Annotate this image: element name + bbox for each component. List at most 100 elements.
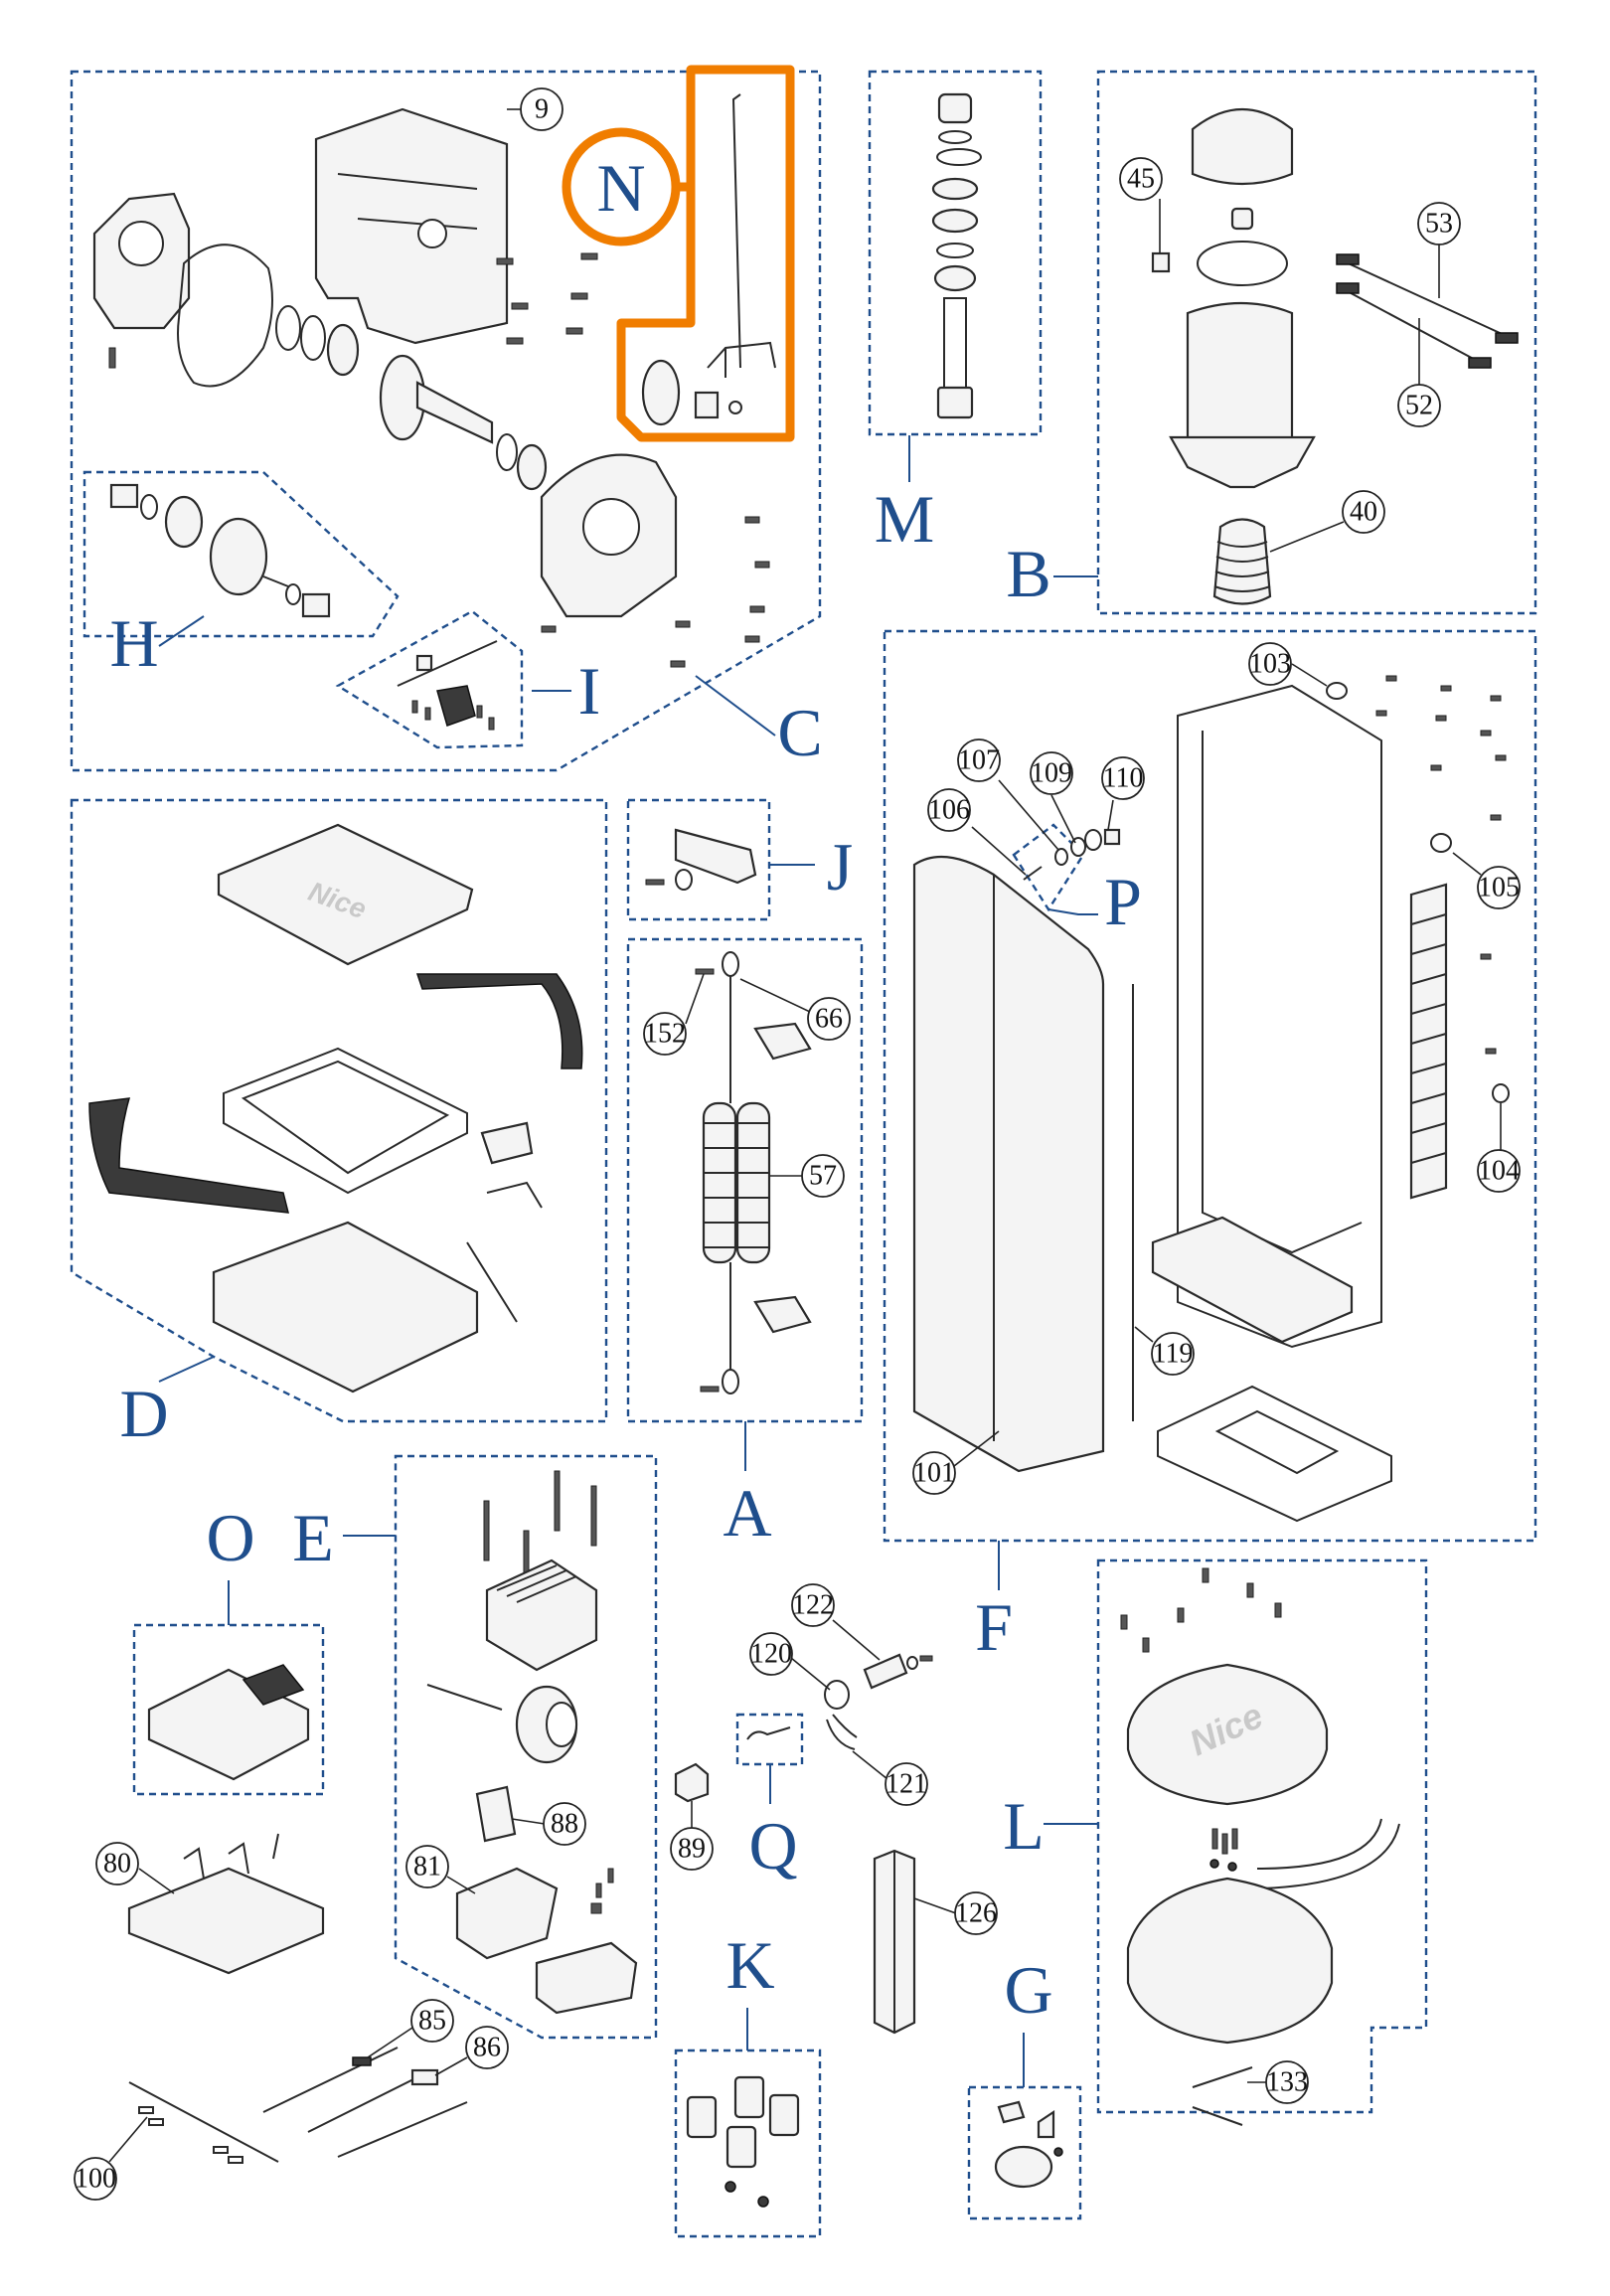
group-letter-i: I [578, 653, 601, 729]
leader-h [158, 615, 205, 647]
e-transformer-fins [496, 1564, 577, 1603]
a-bracket-top [753, 1022, 812, 1061]
grommet-105 [1430, 833, 1452, 853]
group-frame-q [735, 1713, 804, 1766]
cable-100-terminals [138, 2106, 243, 2164]
h-gear [209, 517, 268, 596]
e-box-81 [455, 1867, 559, 1960]
p-washer-110 [1084, 829, 1102, 851]
callout-105: 105 [1452, 852, 1521, 909]
shaft-ring-2 [516, 443, 548, 491]
lock-screw [919, 1655, 933, 1662]
e-small-screws [590, 1868, 614, 1914]
motor-coupling [1230, 207, 1254, 231]
callout-107-label: 107 [958, 745, 1000, 776]
callout-120-label: 120 [750, 1639, 792, 1670]
a-screw-bottom [700, 1386, 720, 1393]
callout-40: 40 [1269, 490, 1385, 553]
key-q [746, 1726, 791, 1740]
a-eye-bottom [722, 1369, 739, 1394]
group-letter-b: B [1006, 536, 1050, 611]
group-letter-g: G [1004, 1952, 1052, 2028]
callout-119: 119 [1134, 1326, 1195, 1376]
k-cap-2 [757, 2196, 769, 2208]
n-lever [707, 341, 776, 378]
callout-52-label: 52 [1405, 391, 1433, 421]
callout-45: 45 [1119, 157, 1163, 253]
k-block-2 [733, 2075, 765, 2119]
j-bracket [674, 828, 757, 885]
g-screw [1053, 2147, 1063, 2157]
e-capacitor-wire [426, 1684, 503, 1711]
shaft-ring-1 [496, 433, 518, 471]
group-letter-j: J [827, 829, 853, 904]
cable-53 [1341, 259, 1512, 339]
callout-106-label: 106 [928, 795, 970, 826]
k-block-4 [725, 2125, 757, 2169]
mounting-plate-slot [337, 173, 478, 230]
n-disc [641, 359, 681, 426]
callout-106: 106 [927, 788, 1027, 876]
callout-119-label: 119 [1153, 1339, 1194, 1370]
group-frame-d [70, 798, 608, 1423]
cable-86 [307, 2071, 468, 2158]
cable-85-plug [352, 2056, 372, 2066]
callout-100-label: 100 [75, 2164, 116, 2195]
part-45-switch [1151, 251, 1171, 273]
callout-152-label: 152 [644, 1019, 686, 1050]
j-bearing [675, 869, 693, 891]
h-pinion [164, 495, 204, 549]
group-letter-m: M [875, 481, 934, 557]
callout-89: 89 [670, 1801, 714, 1871]
callout-57: 57 [770, 1154, 845, 1198]
callout-9: 9 [507, 87, 564, 131]
h-pin [262, 575, 289, 587]
d-wire [466, 1241, 518, 1323]
callout-66-label: 66 [815, 1004, 843, 1035]
m-stack [931, 92, 982, 419]
leader-c [695, 675, 776, 737]
highlight-frame-n [616, 65, 795, 442]
callout-100: 100 [74, 2116, 148, 2201]
o-board-heatsink [242, 1664, 305, 1706]
callout-122: 122 [791, 1583, 881, 1661]
lock-cylinder-122 [863, 1653, 908, 1690]
ring-104 [1492, 1083, 1510, 1103]
a-eye-top [722, 951, 739, 977]
callout-9-label: 9 [535, 94, 549, 125]
callout-133: 133 [1247, 2060, 1309, 2104]
e-transformer [485, 1558, 598, 1672]
d-side-strip-left [88, 1097, 289, 1214]
n-release-rod [731, 93, 741, 369]
l-fasteners [1209, 1828, 1238, 1872]
callout-81-label: 81 [413, 1852, 441, 1883]
motor-plate [1197, 241, 1288, 286]
cable-53-plug-b [1495, 332, 1519, 344]
callout-109-label: 109 [1031, 758, 1072, 789]
i-switch-block [436, 685, 476, 727]
callout-88-label: 88 [551, 1809, 578, 1840]
column-base-plate [1151, 1216, 1354, 1344]
motor-body [1186, 301, 1294, 449]
g-bracket [1037, 2109, 1055, 2139]
group-frame-g [967, 2085, 1082, 2220]
d-small-plate [480, 1121, 534, 1165]
callout-104: 104 [1477, 1103, 1521, 1193]
e-board-88 [475, 1785, 517, 1843]
p-washer-107 [1054, 848, 1068, 866]
column-frame [1177, 684, 1382, 1349]
mounting-plate-hole [417, 219, 447, 248]
callout-53-label: 53 [1425, 209, 1453, 240]
d-side-strip-right [415, 973, 583, 1069]
cable-100 [128, 2081, 279, 2163]
callout-107: 107 [957, 738, 1059, 851]
callout-105-label: 105 [1478, 873, 1520, 903]
callout-86-label: 86 [473, 2033, 501, 2063]
h-bracket-right [301, 592, 331, 618]
l-screws [1120, 1567, 1282, 1653]
group-letter-h: H [109, 605, 158, 681]
group-frame-e [394, 1454, 658, 2040]
group-letter-l: L [1003, 1788, 1045, 1864]
group-letter-c: C [777, 695, 822, 770]
